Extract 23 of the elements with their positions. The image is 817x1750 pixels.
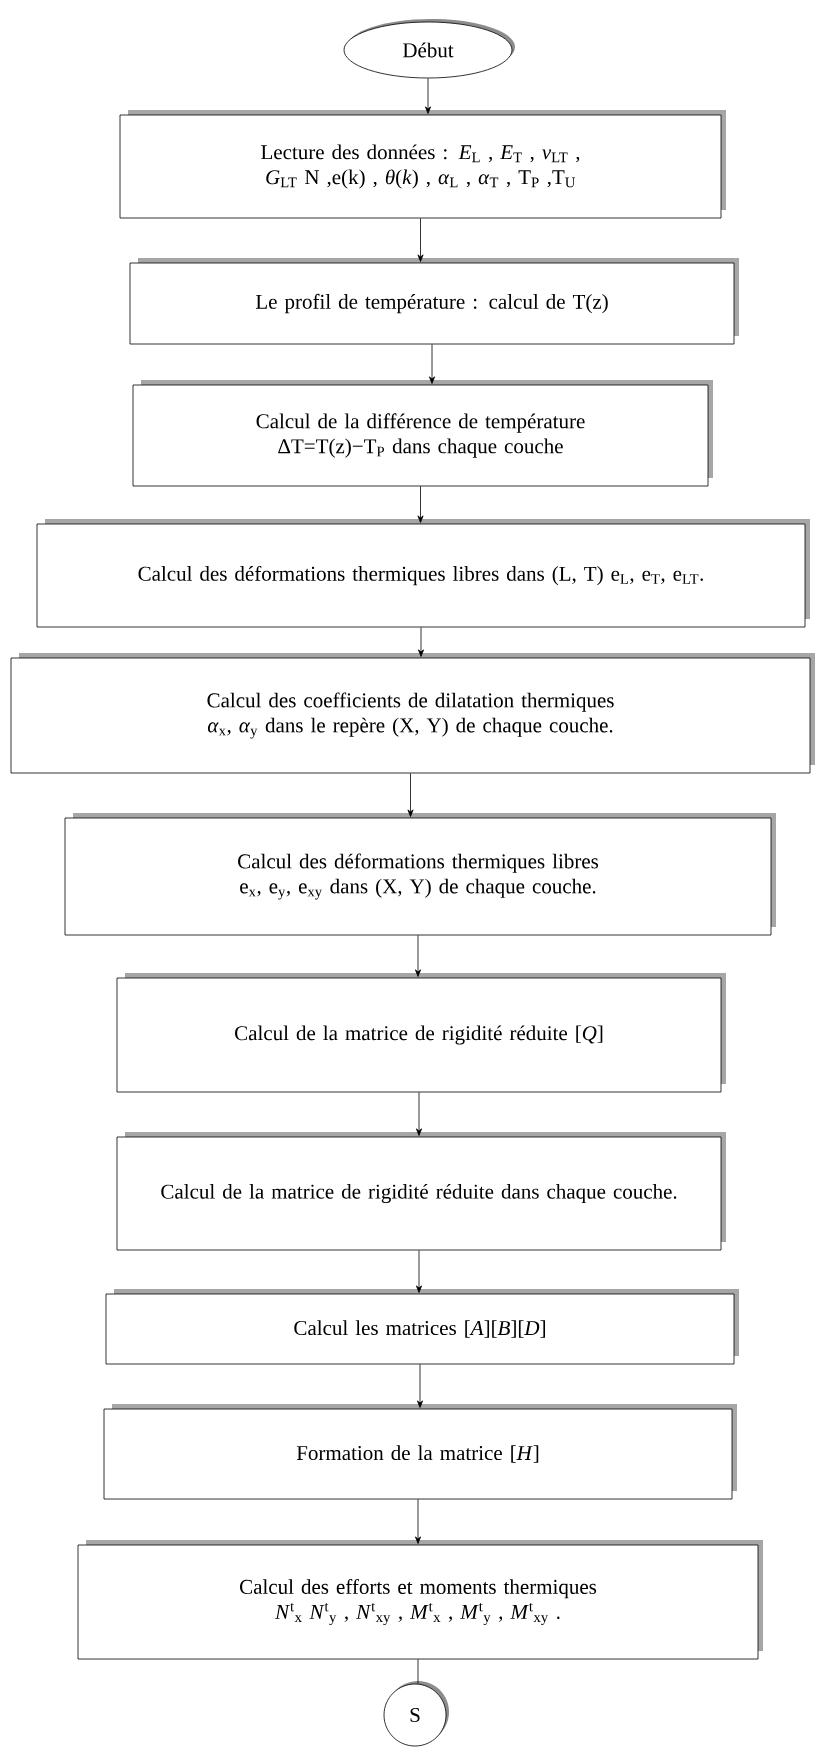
process-box: Le profil de température : calcul de T(z) [129,258,739,345]
arrow [416,1092,422,1136]
process-box: Calcul les matrices [A][B][D] [105,1289,739,1365]
arrow [418,627,424,657]
arrow [407,773,414,817]
process-box: Calcul des déformations thermiques libres dans (L, T) e$_{L}$, e$_{T}$, e$_{LT}$. [36,519,810,628]
connector-line [417,1659,419,1684]
process-box: Calcul de la matrice de rigidité réduite dans chaque couche. [116,1132,726,1251]
arrow [429,344,435,384]
process-box: Formation de la matrice [H] [103,1404,737,1500]
arrow [416,1250,422,1293]
arrow [415,1499,421,1544]
process-box: Lecture des données : E$_{L}$ , E$_{T}$ , ν$_{LT}$ , G$_{LT}$ N ,e(k) , θ(k) , α$_{L}$ , α$_{T}$ , T$_{P}$ ,T$_{U}$ [119,110,726,219]
process-box: Calcul des coefficients de dilatation thermiques α$_{x}$, α$_{y}$ dans le repère (X, Y) de chaque couche. [10,653,815,774]
process-box: Calcul de la différence de température ΔT=T(z)−T$_{P}$ dans chaque couche [132,380,713,487]
arrow [417,218,424,262]
arrow [417,1364,423,1408]
arrow [425,78,431,114]
arrow [415,935,421,977]
process-box: Calcul des efforts et moments thermiques N$^{t}$$_{x}$ N$^{t}$$_{y}$ , N$^{t}$$_{xy}$ , M$^{t}$$_{x}$ , M$^{t}$$_{y}$ , M$^{t}$$_{xy}$ . [77,1540,763,1660]
process-box: Calcul des déformations thermiques libres e$_{x}$, e$_{y}$, e$_{xy}$ dans (X, Y) de chaque couche. [64,813,776,936]
arrow [417,486,424,523]
process-box: Calcul de la matrice de rigidité réduite [Q] [116,973,726,1093]
